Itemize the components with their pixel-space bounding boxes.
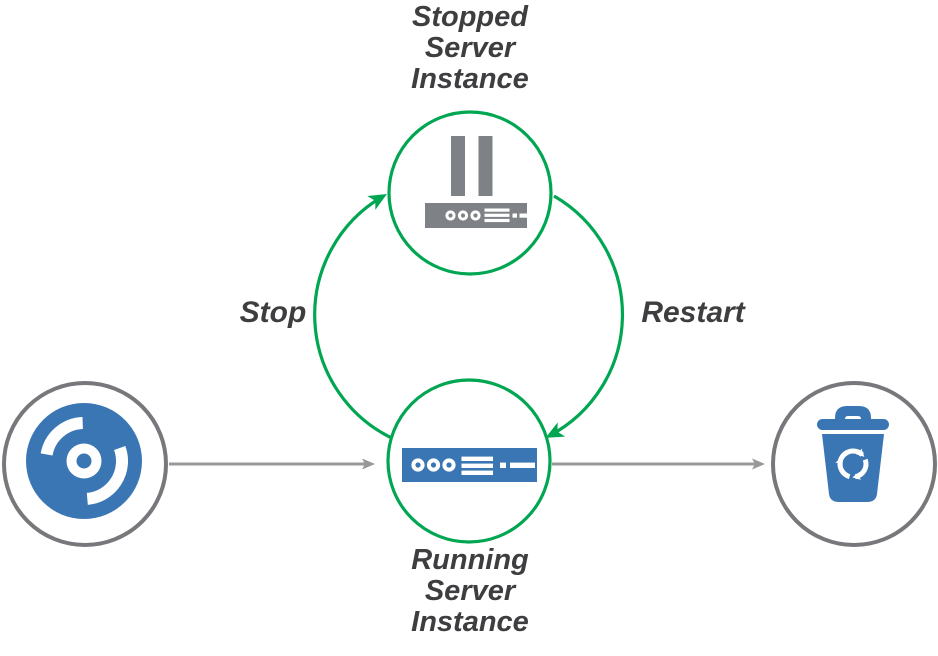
stop-arrow [313, 194, 397, 442]
restart-edge-label: Restart [641, 296, 745, 329]
running-instance-label: Running Server Instance [411, 544, 529, 638]
disc-icon [26, 403, 142, 519]
pause-bar-right [478, 136, 493, 196]
paused-server-icon [425, 136, 530, 228]
server-icon [402, 448, 537, 482]
running-instance-node [386, 378, 552, 544]
recycle-glyph [835, 448, 869, 480]
stop-edge-label: Stop [239, 296, 307, 329]
terminated-node [771, 381, 937, 547]
stopped-instance-label: Stopped Server Instance [411, 1, 529, 95]
trash-recycle-icon [817, 406, 889, 502]
restart-arrow [545, 194, 625, 438]
server-image-node [2, 381, 168, 547]
stopped-instance-node [387, 110, 553, 276]
pause-bar-left [451, 136, 465, 196]
stopped-instance-circle [387, 110, 553, 276]
